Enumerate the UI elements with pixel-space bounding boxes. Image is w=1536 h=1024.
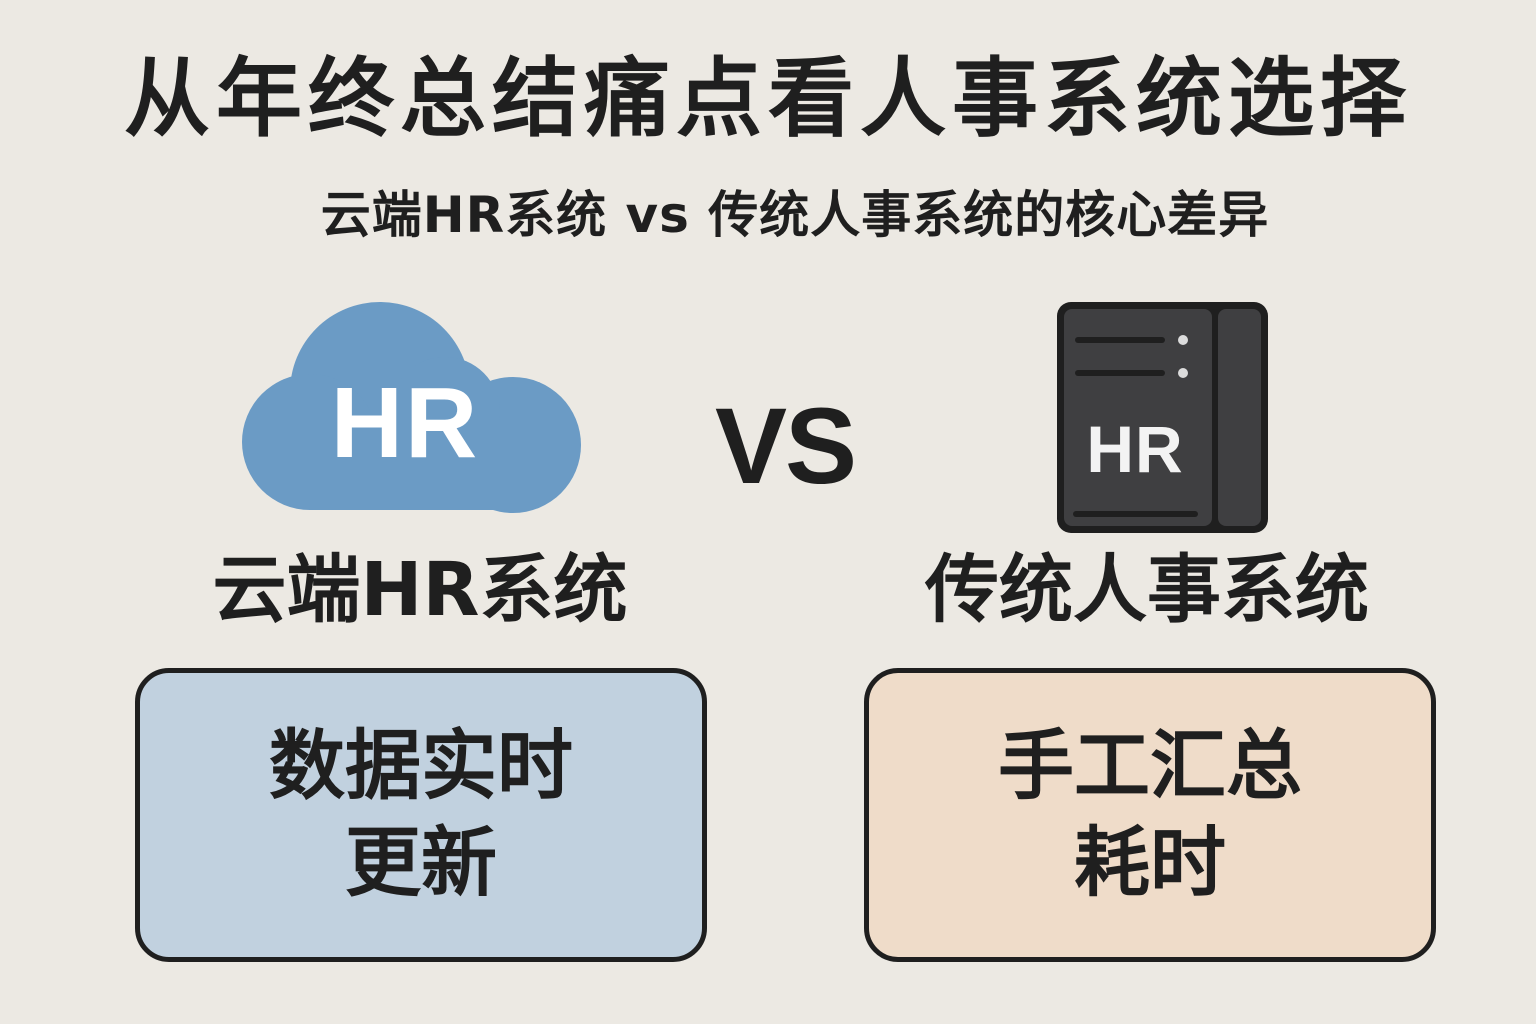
traditional-hr-feature-box: 手工汇总 耗时 — [864, 668, 1436, 962]
cloud-hr-feature-line-1: 数据实时 — [269, 721, 573, 811]
server-hr-text: HR — [1086, 412, 1184, 486]
cloud-hr-feature-line-2: 更新 — [345, 818, 497, 907]
vs-text: VS — [714, 385, 857, 506]
cloud-icon: HR — [230, 300, 590, 515]
page-title: 从年终总结痛点看人事系统选择 — [124, 49, 1412, 149]
cloud-hr-feature-text: 数据实时 更新 — [140, 718, 702, 911]
cloud-hr-feature-box: 数据实时 更新 — [135, 668, 707, 962]
cloud-hr-text: HR — [330, 367, 480, 479]
page-subtitle: 云端HR系统 vs 传统人事系统的核心差异 — [320, 186, 1270, 244]
traditional-hr-label: 传统人事系统 — [925, 547, 1369, 633]
traditional-hr-feature-line-1: 手工汇总 — [998, 721, 1302, 811]
server-icon: HR — [1055, 300, 1270, 535]
traditional-hr-feature-line-2: 耗时 — [1074, 818, 1226, 907]
traditional-hr-feature-text: 手工汇总 耗时 — [869, 718, 1431, 911]
cloud-hr-label: 云端HR系统 — [212, 547, 628, 633]
